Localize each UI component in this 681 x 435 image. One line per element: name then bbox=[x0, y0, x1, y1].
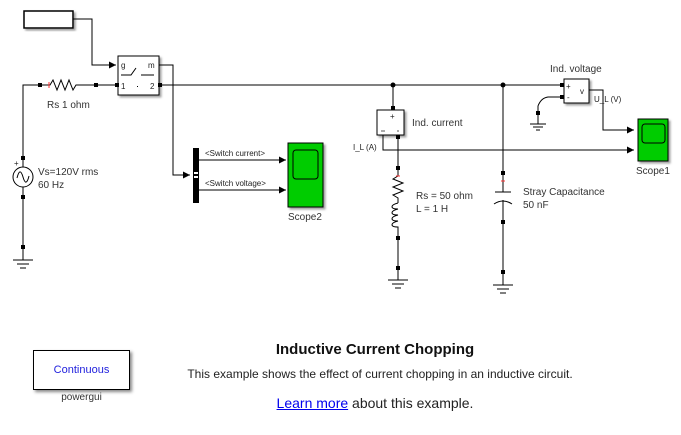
resistor-icon bbox=[42, 78, 96, 92]
current-signal-label: I_L (A) bbox=[353, 143, 377, 152]
breaker-port-1 bbox=[115, 83, 119, 87]
powergui-mode: Continuous bbox=[53, 364, 110, 376]
scope1-block[interactable] bbox=[637, 118, 669, 162]
learn-more-line: Learn more about this example. bbox=[230, 395, 520, 411]
voltage-meter-label: Ind. voltage bbox=[550, 64, 602, 75]
voltage-source-label-1: Vs=120V rms bbox=[38, 167, 98, 178]
wire bbox=[537, 96, 560, 111]
current-measurement-block[interactable]: + bbox=[376, 109, 405, 136]
breaker-m-wire bbox=[159, 64, 190, 179]
voltage-signal-wire bbox=[589, 89, 634, 134]
ground-icon bbox=[388, 270, 408, 289]
source-wire-top bbox=[22, 84, 38, 158]
timer-to-breaker-wire bbox=[73, 18, 116, 69]
scope1-label: Scope1 bbox=[636, 166, 670, 177]
breaker-2-label: 2 bbox=[150, 82, 155, 91]
breaker-port-2 bbox=[158, 83, 162, 87]
timer-block[interactable] bbox=[23, 10, 74, 29]
capacitor-label-2: 50 nF bbox=[523, 200, 549, 211]
model-description: This example shows the effect of current… bbox=[187, 367, 573, 381]
plus-sign: + bbox=[390, 112, 395, 121]
voltage-source-label-2: 60 Hz bbox=[38, 180, 64, 191]
switch-current-signal-label: <Switch current> bbox=[205, 149, 265, 158]
switch-voltage-signal-label: <Switch voltage> bbox=[205, 179, 266, 188]
bus-selector[interactable] bbox=[193, 148, 199, 203]
current-meter-label: Ind. current bbox=[412, 118, 463, 129]
voltage-measurement-block[interactable]: + - v bbox=[563, 78, 590, 104]
breaker-1-label: 1 bbox=[121, 82, 126, 91]
inductor-icon bbox=[391, 202, 399, 236]
model-title: Inductive Current Chopping bbox=[275, 341, 475, 358]
scope-screen-icon bbox=[641, 123, 666, 144]
ground-icon bbox=[13, 249, 33, 269]
scope2-block[interactable] bbox=[287, 142, 324, 208]
v-sign: v bbox=[580, 87, 584, 96]
breaker-block[interactable]: g m 1 2 bbox=[117, 55, 160, 96]
current-signal-wire bbox=[382, 135, 634, 154]
resistor-icon bbox=[391, 170, 405, 203]
ground-icon bbox=[493, 274, 513, 294]
sine-wave-icon bbox=[16, 171, 30, 183]
plus-sign: + bbox=[566, 82, 571, 91]
minus-sign: - bbox=[567, 93, 570, 102]
stray-capacitor[interactable] bbox=[493, 175, 513, 221]
breaker-g-label: g bbox=[121, 61, 125, 70]
scope2-label: Scope2 bbox=[288, 212, 322, 223]
rl-load-branch[interactable] bbox=[391, 170, 405, 236]
switch-icon bbox=[121, 67, 154, 76]
source-resistor-label: Rs 1 ohm bbox=[47, 100, 90, 111]
load-label-1: Rs = 50 ohm bbox=[416, 191, 473, 202]
ground-icon bbox=[530, 115, 546, 131]
plus-sign: + bbox=[14, 159, 19, 168]
powergui-block[interactable]: Continuous bbox=[33, 350, 130, 390]
voltage-signal-label: U_L (V) bbox=[594, 95, 622, 104]
capacitor-label-1: Stray Capacitance bbox=[523, 187, 605, 198]
source-resistor[interactable] bbox=[38, 78, 98, 92]
load-label-2: L = 1 H bbox=[416, 204, 448, 215]
scope-screen-icon bbox=[292, 149, 319, 180]
learn-more-suffix: about this example. bbox=[348, 395, 474, 411]
breaker-m-label: m bbox=[148, 61, 155, 70]
powergui-label: powergui bbox=[61, 392, 102, 403]
learn-more-link[interactable]: Learn more bbox=[276, 395, 349, 411]
